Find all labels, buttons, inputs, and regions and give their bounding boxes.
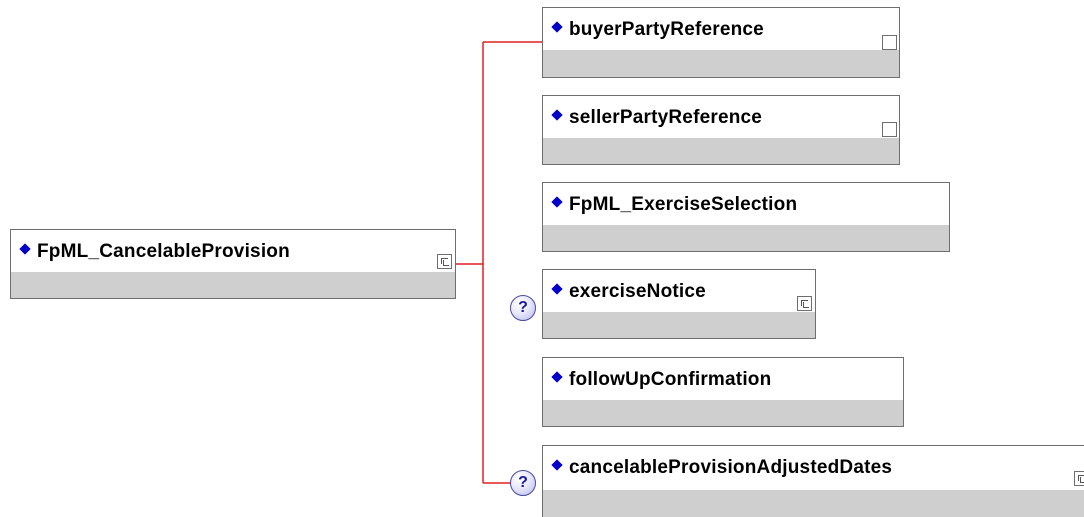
element-diamond-icon: [551, 109, 563, 121]
child-strip: [543, 312, 815, 338]
sequence-icon[interactable]: [437, 254, 452, 269]
child-strip: [543, 50, 899, 77]
element-diamond-icon: [551, 21, 563, 33]
element-diamond-icon: [551, 283, 563, 295]
optional-question-icon[interactable]: ?: [510, 295, 536, 321]
child-label: exerciseNotice: [569, 281, 706, 302]
root-node[interactable]: FpML_CancelableProvision: [10, 229, 456, 299]
child-label: FpML_ExerciseSelection: [569, 194, 798, 215]
child-cancelableProvisionAdjustedDates[interactable]: cancelableProvisionAdjustedDates: [542, 445, 1084, 517]
element-diamond-icon: [551, 196, 563, 208]
child-sellerPartyReference[interactable]: sellerPartyReference: [542, 95, 900, 165]
child-exerciseNotice[interactable]: exerciseNotice: [542, 269, 816, 339]
sequence-icon[interactable]: [1074, 471, 1084, 486]
element-diamond-icon: [551, 459, 563, 471]
empty-box-icon[interactable]: [882, 35, 897, 50]
child-label: sellerPartyReference: [569, 107, 763, 128]
root-strip: [11, 272, 455, 298]
child-followUpConfirmation[interactable]: followUpConfirmation: [542, 357, 904, 427]
root-label: FpML_CancelableProvision: [37, 241, 290, 262]
child-FpML_ExerciseSelection[interactable]: FpML_ExerciseSelection: [542, 182, 950, 252]
child-buyerPartyReference[interactable]: buyerPartyReference: [542, 7, 900, 78]
sequence-icon[interactable]: [797, 296, 812, 311]
child-strip: [543, 138, 899, 164]
element-diamond-icon: [551, 371, 563, 383]
child-label: followUpConfirmation: [569, 369, 772, 390]
element-diamond-icon: [19, 243, 31, 255]
child-label: buyerPartyReference: [569, 19, 764, 40]
optional-question-icon[interactable]: ?: [510, 470, 536, 496]
child-label: cancelableProvisionAdjustedDates: [569, 457, 893, 478]
empty-box-icon[interactable]: [882, 122, 897, 137]
child-strip: [543, 400, 903, 426]
child-strip: [543, 225, 949, 251]
child-strip: [543, 490, 1084, 517]
